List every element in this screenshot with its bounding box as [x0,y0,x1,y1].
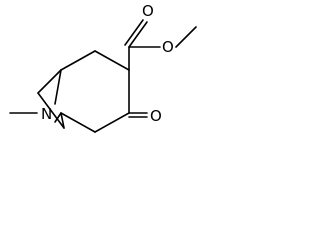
bond-ester-co-2 [124,19,144,46]
bond-o-methyl [175,26,197,48]
bond-c4-c5 [94,112,130,133]
bond-c1-c2 [60,50,96,71]
atom-n-label: N [41,105,52,123]
bond-c6-c7 [60,112,65,129]
atom-o-ketone-label: O [150,107,162,125]
atom-o-ester-label: O [162,38,174,56]
bond-c2-c3 [94,50,130,71]
bond-c1-n [54,69,62,105]
bond-ester-co-1 [128,21,148,48]
bond-c7-c8 [37,92,65,129]
bond-c5-c6 [60,112,96,133]
atom-o-carbonyl-ester-label: O [142,2,154,20]
bond-c8-c1 [37,69,62,94]
bond-c6-n [54,112,62,123]
structure-diagram: N O O O [9,2,197,133]
